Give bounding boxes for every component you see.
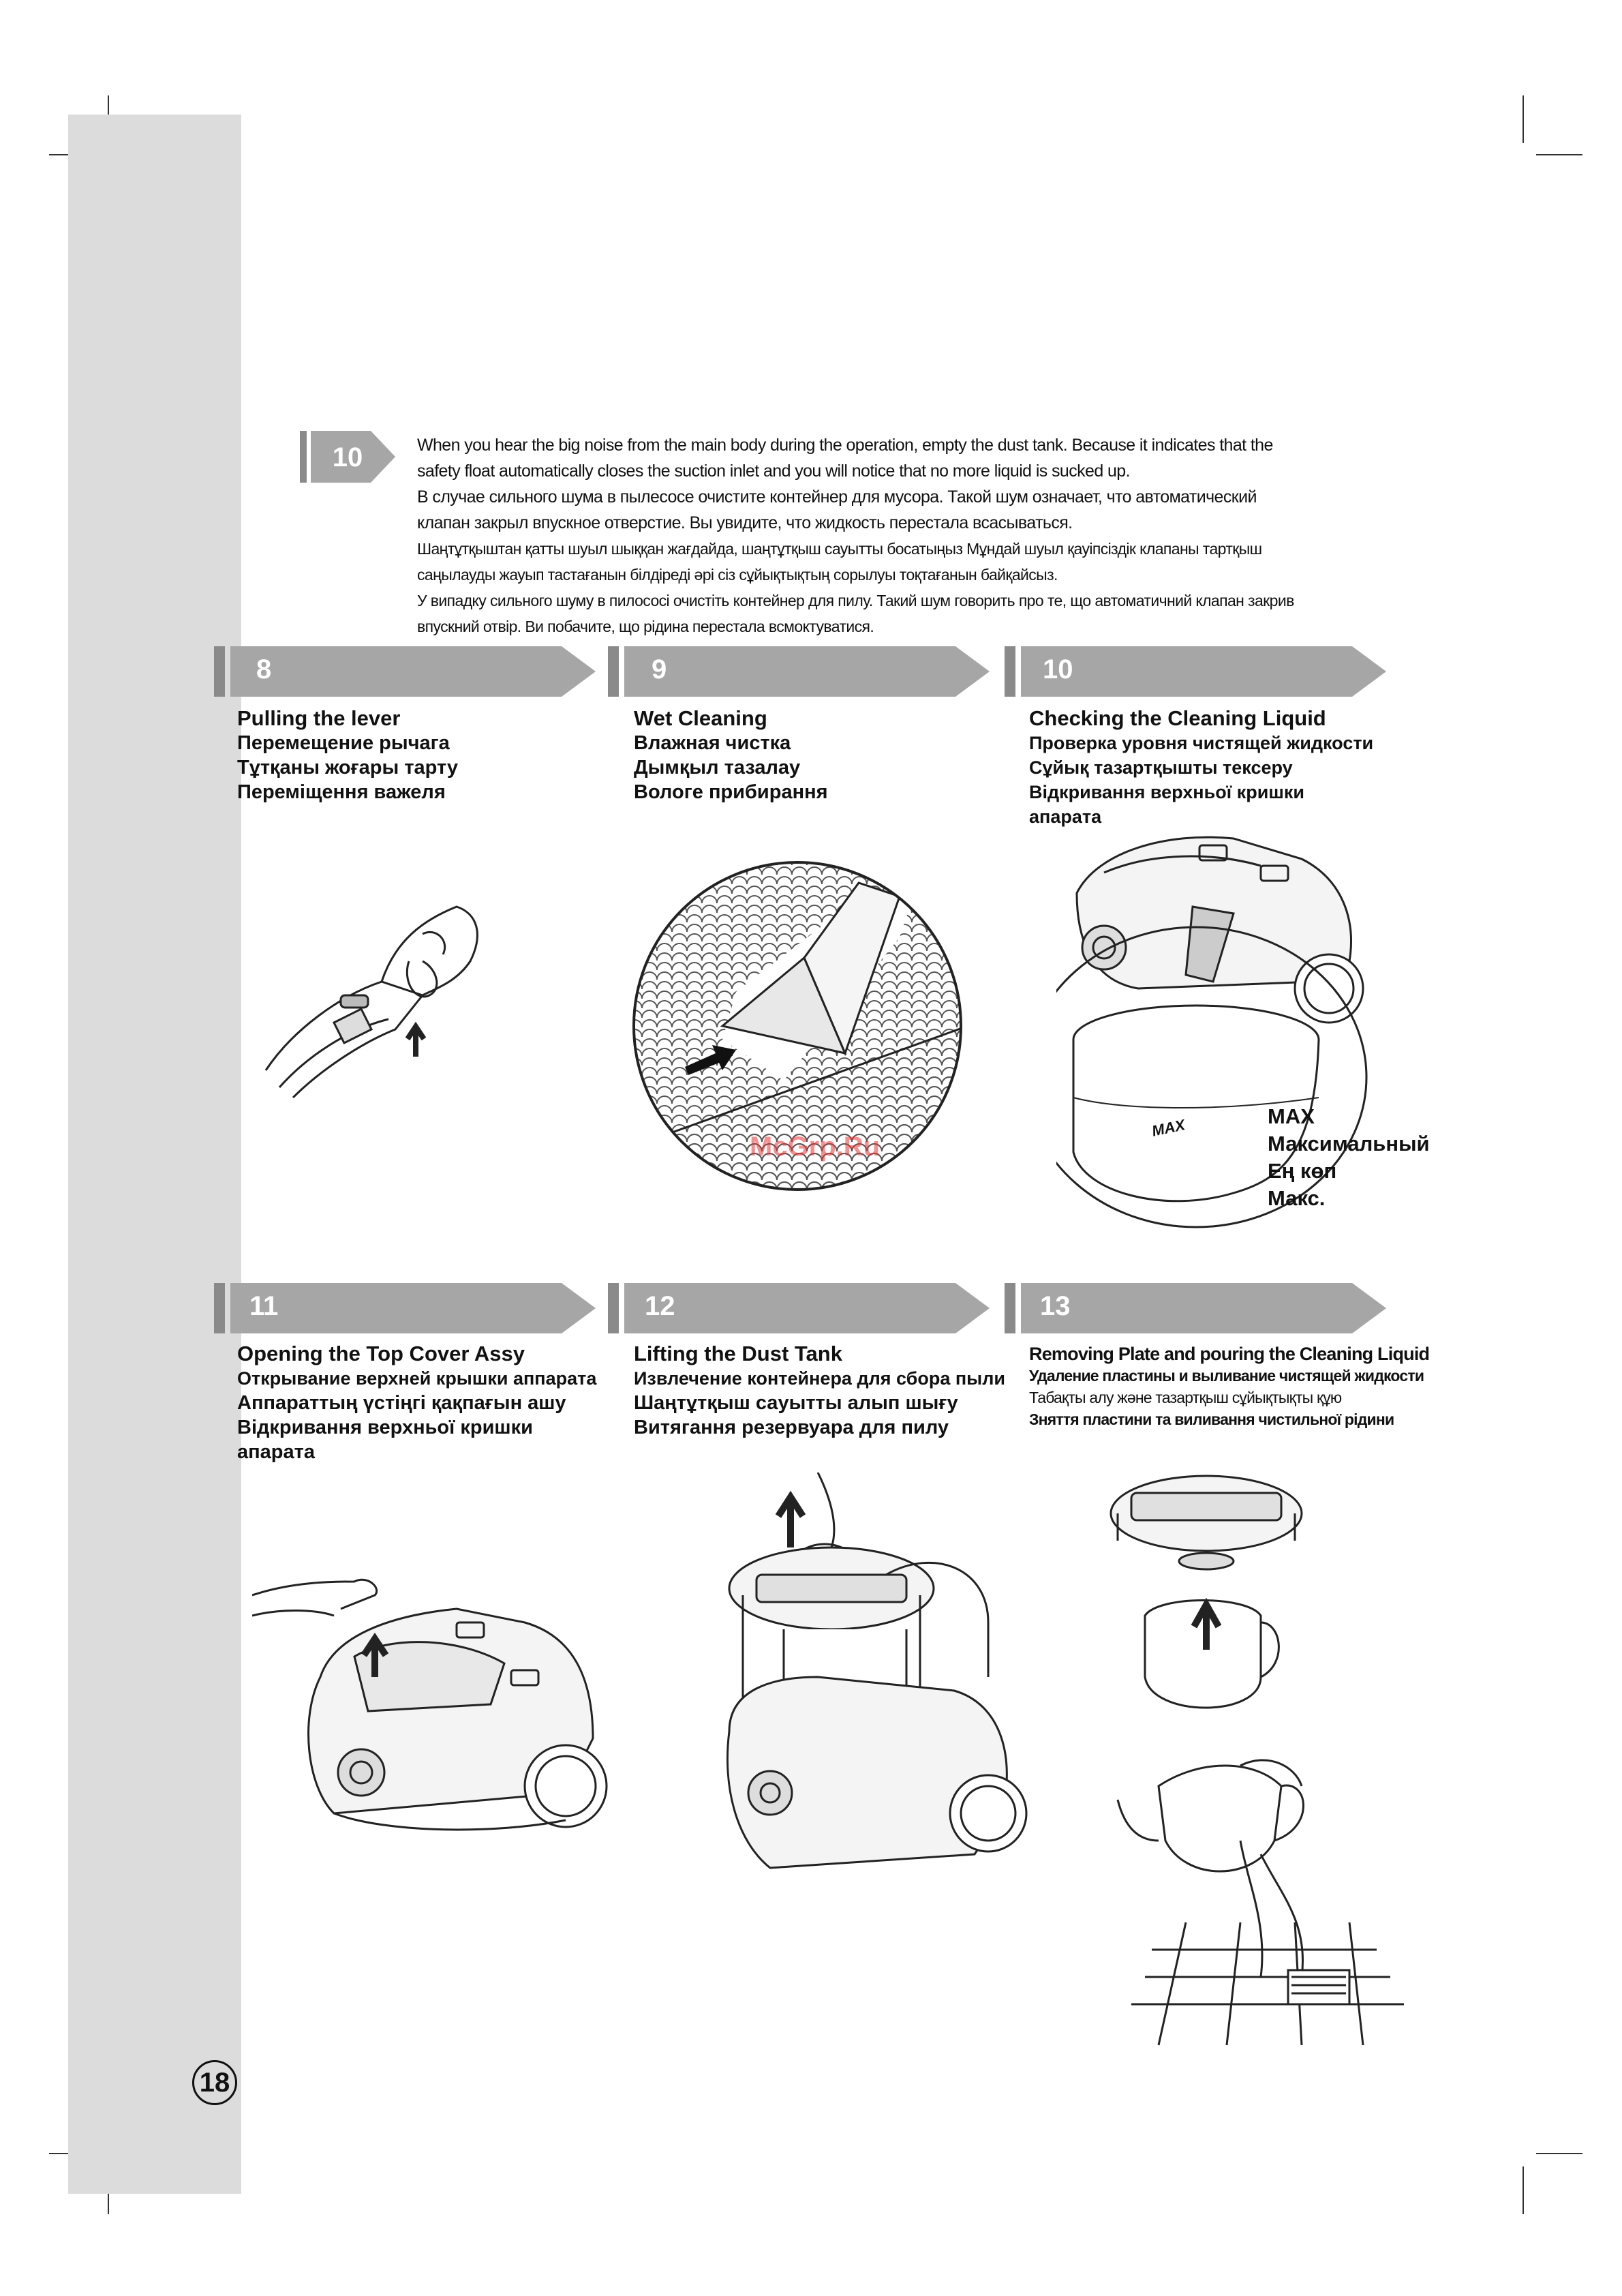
max-label-line: MAX: [1268, 1104, 1315, 1128]
max-label-line: Ең көп: [1268, 1159, 1337, 1183]
caption-line: Відкривання верхньої кришки: [237, 1417, 533, 1438]
note-line: У випадку сильного шуму в пилососі очист…: [417, 592, 1294, 609]
max-label-line: Максимальный: [1268, 1132, 1430, 1155]
crop-mark: [1522, 95, 1524, 143]
crop-mark: [1536, 154, 1582, 155]
lift-tank-illustration: [726, 1472, 1028, 1869]
caption-line: Табақты алу және тазартқыш сұйықтықты құ…: [1029, 1389, 1342, 1406]
max-label-line: Макс.: [1268, 1186, 1326, 1210]
note-line: клапан закрыл впускное отверстие. Вы уви…: [417, 513, 1073, 532]
step-number: 8: [256, 654, 272, 684]
caption-line: Checking the Cleaning Liquid: [1029, 706, 1326, 730]
caption-line: Зняття пластини та виливання чистильної …: [1029, 1410, 1394, 1428]
caption-line: Тұтқаны жоғары тарту: [237, 757, 459, 779]
crop-mark: [1536, 2153, 1582, 2154]
max-label: MAX Максимальный Ең көп Макс.: [1268, 1103, 1430, 1212]
step-number: 13: [1040, 1291, 1071, 1321]
caption-line: Вологе прибирання: [634, 781, 828, 803]
step-caption: Lifting the Dust Tank Извлечение контейн…: [634, 1342, 1005, 1440]
note-line: When you hear the big noise from the mai…: [417, 436, 1273, 455]
caption-line: Открывание верхней крышки аппарата: [237, 1368, 597, 1389]
note-text: When you hear the big noise from the mai…: [417, 432, 1398, 639]
open-cover-illustration: [252, 1578, 608, 1831]
step-number: 10: [1043, 654, 1073, 684]
step-caption: Checking the Cleaning Liquid Проверка ур…: [1029, 706, 1373, 829]
caption-line: Wet Cleaning: [634, 706, 767, 730]
step-bar: [214, 646, 596, 697]
note-line: Шаңтұтқыштан қатты шуыл шыққан жағдайда,…: [417, 540, 1262, 558]
watermark: McGrp.Ru: [750, 1132, 881, 1162]
pour-liquid-illustration: [1110, 1475, 1404, 2046]
note-line: впускний отвір. Ви побачите, що рідина п…: [417, 618, 874, 635]
caption-line: Сұйық тазартқышты тексеру: [1029, 757, 1293, 778]
note-line: саңылауды жауып тастағанын білдіреді әрі…: [417, 566, 1058, 584]
caption-line: Удаление пластины и выливание чистящей ж…: [1029, 1367, 1424, 1385]
caption-line: Аппараттың үстіңгі қақпағын ашу: [237, 1392, 566, 1414]
step-caption: Removing Plate and pouring the Cleaning …: [1029, 1343, 1430, 1430]
step-caption: Pulling the lever Перемещение рычага Тұт…: [237, 706, 458, 804]
caption-line: Переміщення важеля: [237, 781, 446, 803]
caption-line: Pulling the lever: [237, 706, 401, 730]
caption-line: апарата: [1029, 806, 1102, 827]
caption-line: апарата: [237, 1441, 315, 1463]
note-line: В случае сильного шума в пылесосе очисти…: [417, 487, 1257, 507]
caption-line: Витягання резервуара для пилу: [634, 1417, 949, 1438]
note-badge: 10: [300, 431, 395, 483]
step-bar: [608, 1283, 990, 1333]
note-badge-number: 10: [333, 442, 363, 472]
note-line: safety float automatically closes the su…: [417, 462, 1131, 481]
step-number: 9: [652, 654, 667, 684]
step-caption: Wet Cleaning Влажная чистка Дымқыл тазал…: [634, 706, 828, 804]
step-caption: Opening the Top Cover Assy Открывание ве…: [237, 1342, 596, 1464]
step-bar: [608, 646, 990, 697]
caption-line: Opening the Top Cover Assy: [237, 1342, 525, 1365]
step-bar: [214, 1283, 596, 1333]
page-sidebar: [68, 115, 241, 2194]
caption-line: Шаңтұтқыш сауытты алып шығу: [634, 1392, 958, 1414]
caption-line: Відкривання верхньої кришки: [1029, 782, 1304, 802]
page-number: 18: [192, 2060, 237, 2105]
wet-cleaning-illustration: [632, 861, 962, 1191]
caption-line: Извлечение контейнера для сбора пыли: [634, 1368, 1005, 1389]
crop-mark: [1522, 2166, 1524, 2214]
step-bar: [1005, 1283, 1386, 1333]
liquid-check-illustration: [1056, 836, 1368, 1228]
step-number: 11: [249, 1291, 279, 1321]
caption-line: Проверка уровня чистящей жидкости: [1029, 733, 1374, 753]
caption-line: Removing Plate and pouring the Cleaning …: [1029, 1344, 1430, 1364]
step-number: 12: [645, 1291, 675, 1321]
step-bar: [1005, 646, 1386, 697]
lever-illustration: [264, 905, 478, 1099]
caption-line: Lifting the Dust Tank: [634, 1342, 842, 1365]
caption-line: Перемещение рычага: [237, 732, 450, 754]
caption-line: Влажная чистка: [634, 732, 791, 754]
caption-line: Дымқыл тазалау: [634, 757, 801, 779]
